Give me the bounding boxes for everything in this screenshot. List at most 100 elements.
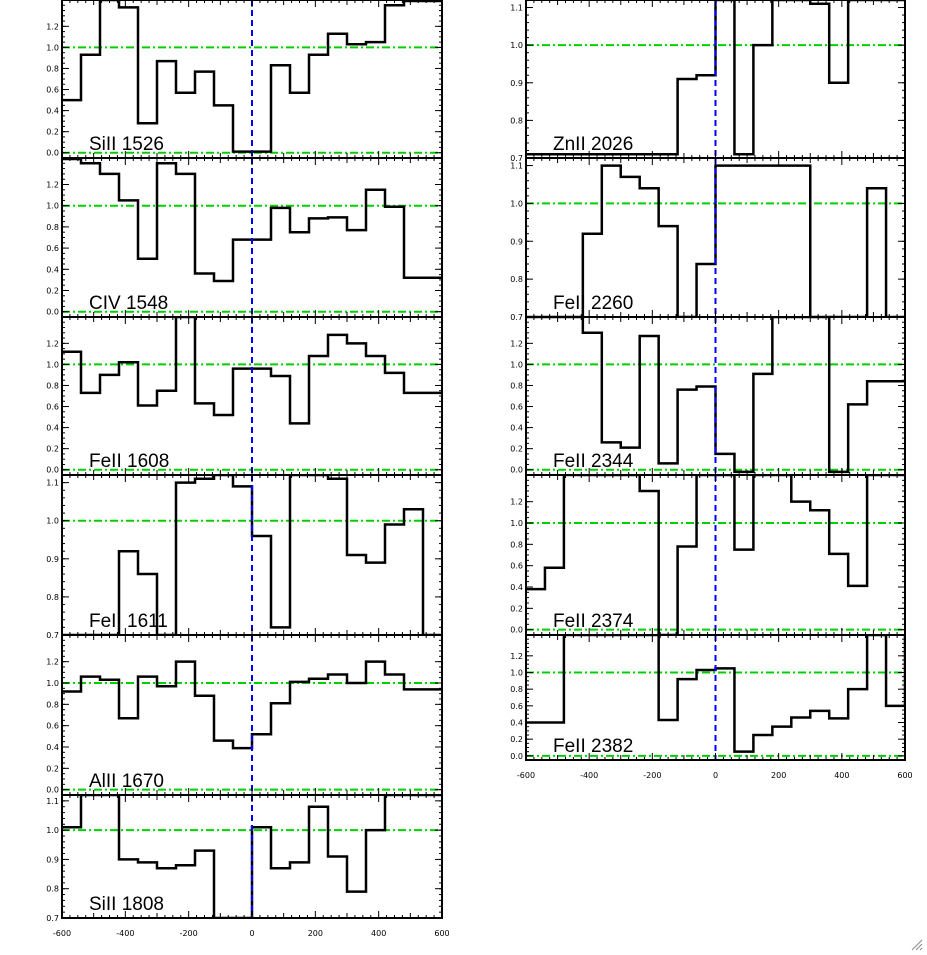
line-label: CIV 1548: [89, 293, 168, 314]
y-tick-label: 0.0: [46, 786, 59, 795]
y-tick-label: 0.9: [46, 855, 59, 864]
y-tick-label: 0.7: [510, 313, 523, 322]
spectrum-line: [526, 475, 905, 635]
y-tick-label: 1.2: [46, 658, 59, 667]
y-tick-label: 0.2: [510, 445, 523, 454]
y-tick-label: 1.0: [510, 669, 523, 678]
y-tick-label: 0.7: [46, 914, 59, 923]
y-tick-label: 1.2: [510, 652, 523, 661]
y-tick-label: 0.6: [46, 722, 59, 731]
x-tick-label: 400: [371, 929, 386, 938]
line-label: SiII 1808: [89, 894, 164, 915]
y-tick-label: 0.7: [46, 631, 59, 640]
y-tick-label: 0.6: [510, 403, 523, 412]
y-tick-label: 0.6: [46, 244, 59, 253]
y-tick-label: 0.4: [46, 107, 59, 116]
y-tick-label: 0.8: [46, 64, 59, 73]
line-label: AlII 1670: [89, 771, 164, 792]
y-tick-label: 0.6: [510, 702, 523, 711]
x-tick-label: -400: [580, 771, 598, 780]
x-tick-label: 600: [434, 929, 449, 938]
y-tick-label: 0.2: [46, 445, 59, 454]
x-tick-label: 600: [897, 771, 912, 780]
line-label: FeII 1608: [89, 451, 169, 472]
y-tick-label: 1.0: [510, 199, 523, 208]
line-label: FeII 2374: [553, 611, 634, 632]
line-label: SiII 1526: [89, 134, 164, 155]
y-tick-label: 1.2: [510, 339, 523, 348]
y-tick-label: 0.0: [46, 466, 59, 475]
y-tick-label: 0.8: [46, 381, 59, 390]
y-tick-label: 1.0: [510, 519, 523, 528]
y-tick-label: 0.0: [46, 308, 59, 317]
y-tick-label: 1.1: [46, 797, 59, 806]
y-tick-label: 0.8: [510, 275, 523, 284]
y-tick-label: 0.8: [46, 593, 59, 602]
y-tick-label: 0.0: [46, 149, 59, 158]
spectrum-line: [62, 0, 442, 153]
y-tick-label: 0.0: [510, 752, 523, 761]
y-tick-label: 0.2: [510, 604, 523, 613]
x-tick-label: -600: [517, 771, 535, 780]
y-tick-label: 0.8: [46, 700, 59, 709]
y-tick-label: 0.9: [46, 555, 59, 564]
y-tick-label: 1.2: [46, 181, 59, 190]
y-tick-label: 0.4: [510, 583, 523, 592]
x-tick-label: -200: [180, 929, 198, 938]
x-tick-label: 0: [713, 771, 718, 780]
y-tick-label: 0.2: [46, 287, 59, 296]
y-tick-label: 1.0: [46, 360, 59, 369]
x-tick-label: 400: [834, 771, 849, 780]
y-tick-label: 0.9: [510, 79, 523, 88]
x-tick-label: 200: [308, 929, 323, 938]
y-tick-label: 1.0: [510, 41, 523, 50]
x-tick-label: -600: [53, 929, 71, 938]
line-label: ZnII 2026: [553, 134, 633, 155]
y-tick-label: 0.2: [46, 128, 59, 137]
y-tick-label: 0.9: [510, 237, 523, 246]
line-label: FeII 2260: [553, 293, 633, 314]
spectrum-line: [526, 164, 905, 317]
y-tick-label: 1.1: [46, 479, 59, 488]
y-tick-label: 1.0: [46, 826, 59, 835]
spectrum-line: [62, 317, 442, 425]
y-tick-label: 0.6: [46, 86, 59, 95]
y-tick-label: 0.8: [46, 223, 59, 232]
spectrum-line: [526, 0, 905, 156]
y-tick-label: 1.2: [510, 498, 523, 507]
y-tick-label: 1.1: [510, 4, 523, 13]
resize-grip-icon[interactable]: [911, 939, 923, 951]
y-tick-label: 0.4: [510, 424, 523, 433]
line-label: FeII 2344: [553, 451, 634, 472]
spectrum-line: [526, 317, 905, 474]
y-tick-label: 0.4: [46, 265, 59, 274]
y-tick-label: 0.8: [510, 116, 523, 125]
spectrum-line: [526, 635, 905, 753]
y-tick-label: 0.0: [510, 466, 523, 475]
y-tick-label: 0.8: [510, 381, 523, 390]
y-tick-label: 0.4: [46, 743, 59, 752]
y-tick-label: 1.0: [46, 43, 59, 52]
line-label: FeII 1611: [89, 611, 168, 632]
y-tick-label: 0.8: [510, 685, 523, 694]
y-tick-label: 0.6: [46, 403, 59, 412]
y-tick-label: 0.6: [510, 562, 523, 571]
y-tick-label: 0.7: [510, 154, 523, 163]
y-tick-label: 0.4: [46, 424, 59, 433]
y-tick-label: 0.0: [510, 626, 523, 635]
x-tick-label: -200: [643, 771, 661, 780]
